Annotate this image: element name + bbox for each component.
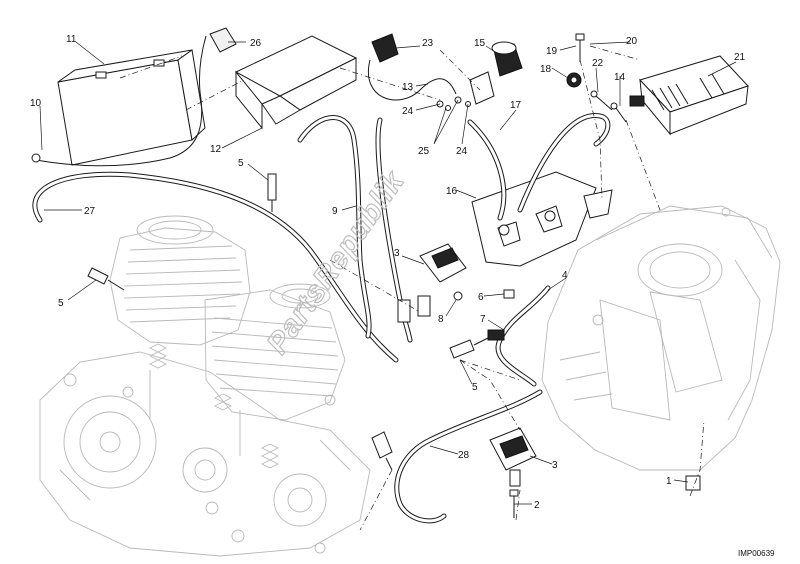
callout-19: 19 [546,46,558,57]
callout-21: 21 [734,52,746,63]
callout-5-middle: 5 [472,382,478,393]
callout-11: 11 [66,34,77,45]
ht-leads-and-cables [32,35,611,524]
drawing-code: IMP00639 [738,549,775,558]
callout-14: 14 [614,72,626,83]
callout-5-left: 5 [58,298,64,309]
spark-plug-middle [449,337,489,359]
callout-4: 4 [562,270,568,281]
callout-9: 9 [332,206,338,217]
spark-plug-lower [371,431,393,471]
engine-outline [39,215,371,557]
callout-7: 7 [480,314,486,325]
callout-16: 16 [446,186,458,197]
callout-23: 23 [422,38,434,49]
callout-28: 28 [458,450,470,461]
callout-24-right: 24 [456,146,468,157]
callout-24-left: 24 [402,106,414,117]
callout-18: 18 [540,64,552,75]
callout-10: 10 [30,98,42,109]
spark-plug-upper [267,173,277,212]
callout-leaders [39,41,737,505]
battery-holder [234,35,358,130]
assembly-lines [119,45,705,531]
callout-3-upper: 3 [394,248,400,259]
callout-3-lower: 3 [552,460,558,471]
callout-15: 15 [474,38,486,49]
callout-12: 12 [210,144,222,155]
callout-26: 26 [250,38,262,49]
airbox-outline [541,205,781,471]
callout-13: 13 [402,82,414,93]
callout-6: 6 [478,292,484,303]
callout-8: 8 [438,314,444,325]
callout-27: 27 [84,206,96,217]
bracket [471,171,613,267]
battery [57,49,206,166]
callout-labels: 11 26 10 12 23 13 15 24 25 24 19 20 18 2… [30,34,746,511]
callout-25: 25 [418,146,430,157]
callout-22: 22 [592,58,604,69]
callout-5-upper: 5 [238,158,244,169]
callout-17: 17 [510,100,522,111]
small-parts [31,27,701,518]
callout-2: 2 [534,500,540,511]
spark-plug-left [87,267,125,291]
callout-1: 1 [666,476,672,487]
control-unit [629,55,749,136]
callout-20: 20 [626,36,638,47]
